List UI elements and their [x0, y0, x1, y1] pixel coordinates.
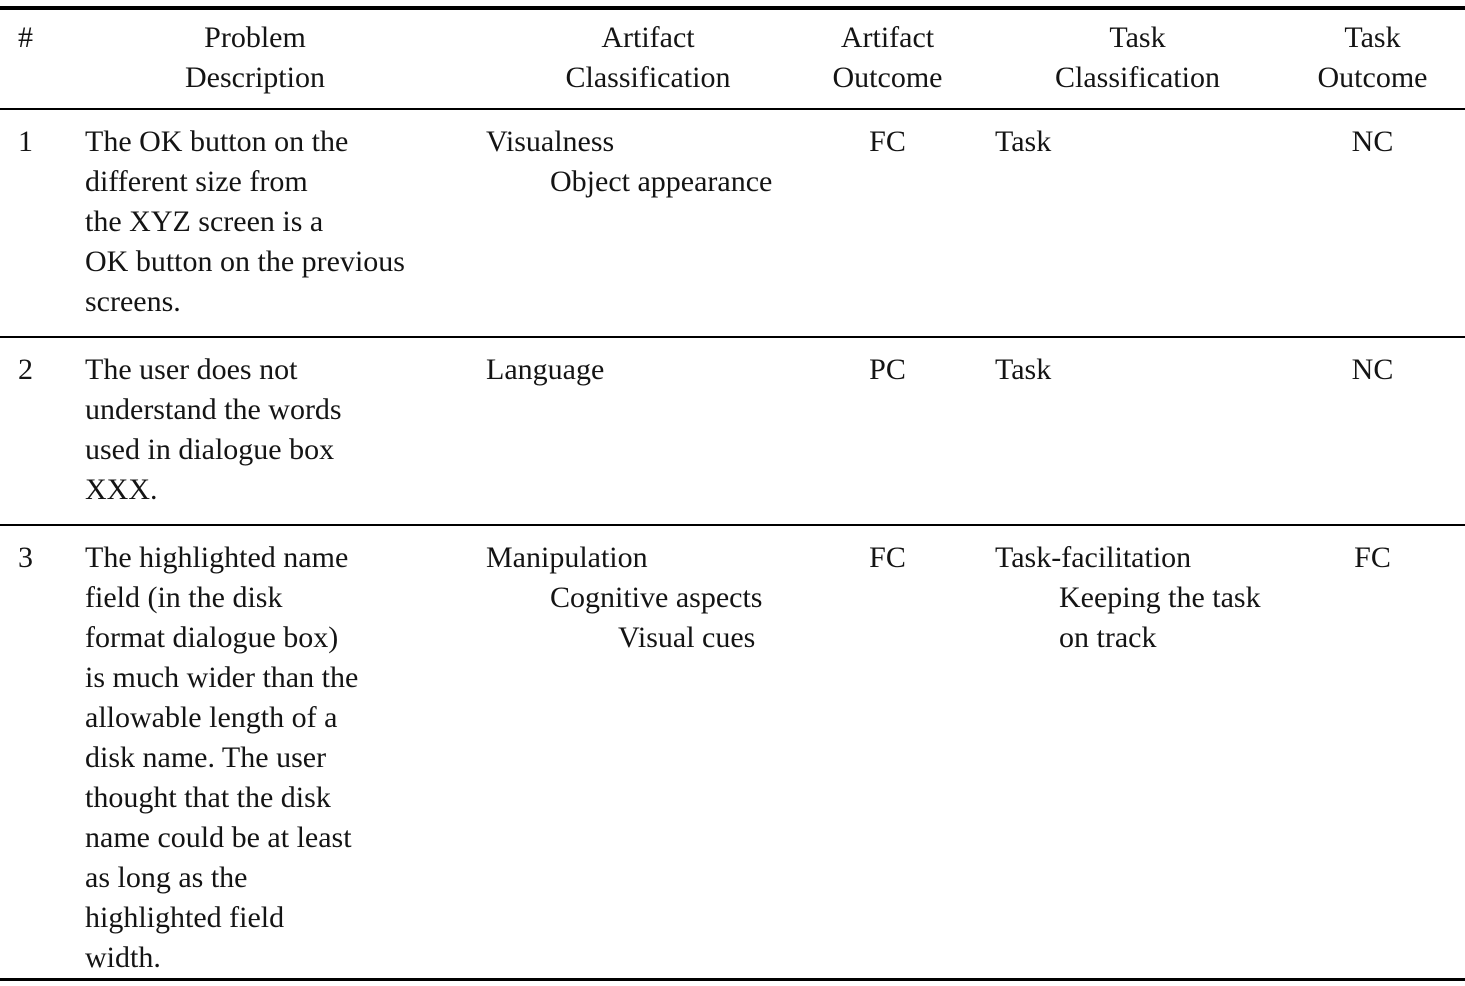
task-classification: Task: [965, 122, 1280, 322]
col-header-artifact-classification: Artifact Classification: [565, 21, 731, 94]
table-row: 3 The highlighted name field (in the dis…: [0, 526, 1465, 978]
artifact-classification-level-3: Visual cues: [618, 621, 756, 654]
artifact-classification: Manipulation Cognitive aspects Visual cu…: [470, 538, 810, 978]
task-classification-level-2: Keeping the task on track: [1059, 581, 1261, 654]
col-header-artifact-outcome: Artifact Outcome: [832, 21, 943, 94]
row-number: 1: [18, 125, 33, 158]
task-classification-level-1: Task: [995, 353, 1052, 386]
task-outcome: NC: [1351, 125, 1394, 158]
task-classification: Task: [965, 350, 1280, 510]
artifact-classification: Visualness Object appearance: [470, 122, 810, 322]
table-row: 1 The OK button on the different size fr…: [0, 110, 1465, 338]
problem-description: The user does not understand the words u…: [85, 353, 342, 506]
problem-description: The OK button on the different size from…: [85, 125, 405, 318]
artifact-classification-level-1: Manipulation: [486, 541, 648, 574]
row-number: 3: [18, 541, 33, 574]
row-number: 2: [18, 353, 33, 386]
problem-description: The highlighted name field (in the disk …: [85, 541, 359, 974]
col-header-task-outcome: Task Outcome: [1317, 21, 1428, 94]
artifact-classification: Language: [470, 350, 810, 510]
artifact-outcome: PC: [869, 353, 906, 386]
col-header-number: #: [18, 21, 33, 54]
task-classification: Task-facilitation Keeping the task on tr…: [965, 538, 1280, 978]
task-outcome: NC: [1351, 353, 1394, 386]
table-header-row: # Problem Description Artifact Classific…: [0, 10, 1465, 110]
usability-problems-table: # Problem Description Artifact Classific…: [0, 6, 1465, 981]
col-header-problem-description: Problem Description: [185, 21, 325, 94]
col-header-task-classification: Task Classification: [1055, 21, 1220, 94]
artifact-outcome: FC: [869, 125, 906, 158]
task-classification-level-1: Task: [995, 125, 1052, 158]
task-classification-level-1: Task-facilitation: [995, 541, 1192, 574]
artifact-classification-level-2: Object appearance: [550, 165, 773, 198]
task-outcome: FC: [1354, 541, 1391, 574]
artifact-classification-level-2: Cognitive aspects: [550, 581, 763, 614]
artifact-classification-level-1: Language: [486, 353, 605, 386]
table-row: 2 The user does not understand the words…: [0, 338, 1465, 526]
artifact-classification-level-1: Visualness: [486, 125, 615, 158]
artifact-outcome: FC: [869, 541, 906, 574]
